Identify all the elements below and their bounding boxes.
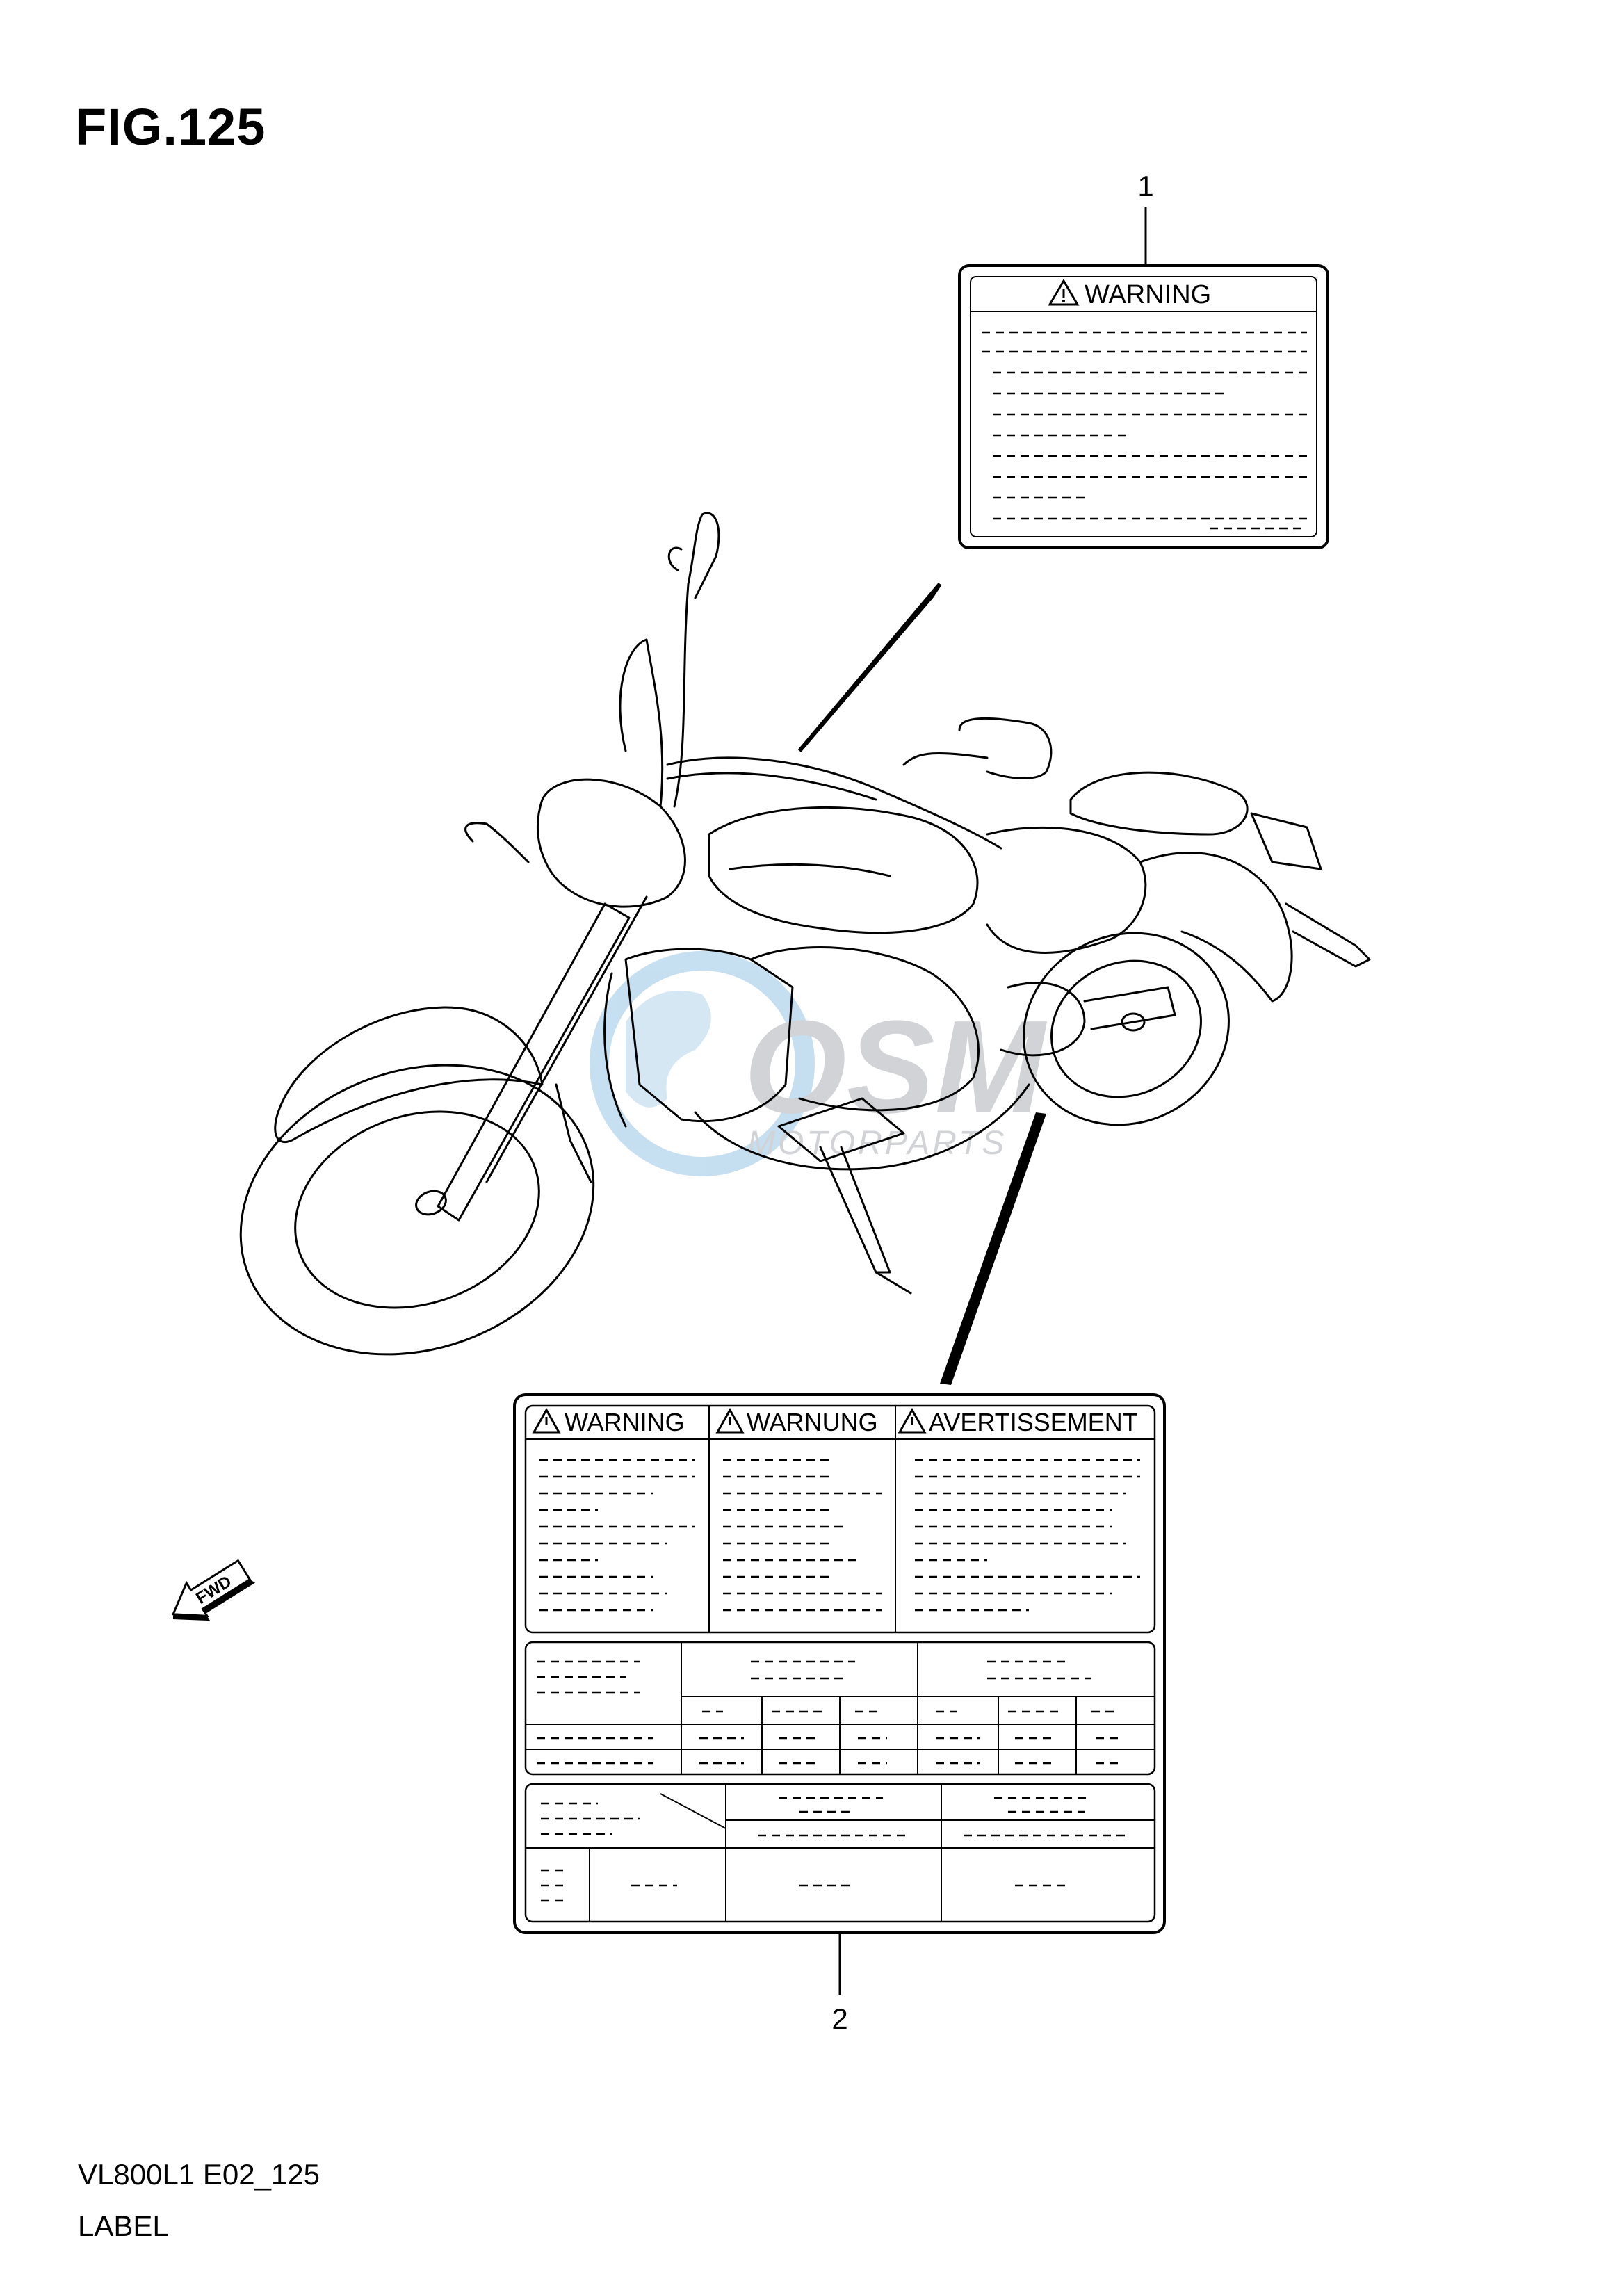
motorcycle-drawing xyxy=(239,512,1371,1356)
label-2-table-text xyxy=(537,1660,1123,1765)
callout-number-2: 2 xyxy=(831,2002,847,2035)
callout-1[interactable]: 1 xyxy=(1137,170,1154,266)
label-2-heading-en: WARNING xyxy=(565,1408,685,1436)
warning-triangle-icon xyxy=(715,1407,745,1434)
diagram-code: VL800L1 E02_125 xyxy=(78,2158,320,2191)
figure-title: FIG.125 xyxy=(75,98,266,156)
warning-triangle-icon xyxy=(898,1407,927,1434)
warning-triangle-icon xyxy=(1048,279,1080,306)
leader-line-2 xyxy=(940,1112,1046,1385)
label-2-heading-de: WARNUNG xyxy=(747,1408,878,1436)
warning-label-1[interactable]: WARNING xyxy=(958,264,1329,549)
label-2-lower-grid xyxy=(526,1784,1155,1922)
watermark-brand: OSM xyxy=(744,994,1048,1141)
callout-number-1: 1 xyxy=(1137,170,1153,202)
warning-label-2[interactable]: WARNING WARNUNG AVERTISSEMENT xyxy=(513,1393,1166,1934)
watermark-subtitle: MOTORPARTS xyxy=(747,1125,1007,1162)
diagram-name: LABEL xyxy=(78,2209,169,2242)
fwd-arrow-icon: FWD xyxy=(171,1559,255,1621)
label-2-heading-fr: AVERTISSEMENT xyxy=(929,1408,1138,1436)
label-2-table-grid xyxy=(526,1642,1155,1774)
watermark: OSM MOTORPARTS xyxy=(590,951,1048,1176)
label-1-heading: WARNING xyxy=(1085,280,1211,309)
label-2-lower-text xyxy=(541,1797,1126,1902)
label-2-text-lines xyxy=(539,1459,1140,1612)
label-1-text-lines xyxy=(982,331,1307,530)
callout-2[interactable]: 2 xyxy=(831,1933,848,2035)
leader-line-1 xyxy=(797,583,942,752)
warning-triangle-icon xyxy=(532,1407,561,1434)
